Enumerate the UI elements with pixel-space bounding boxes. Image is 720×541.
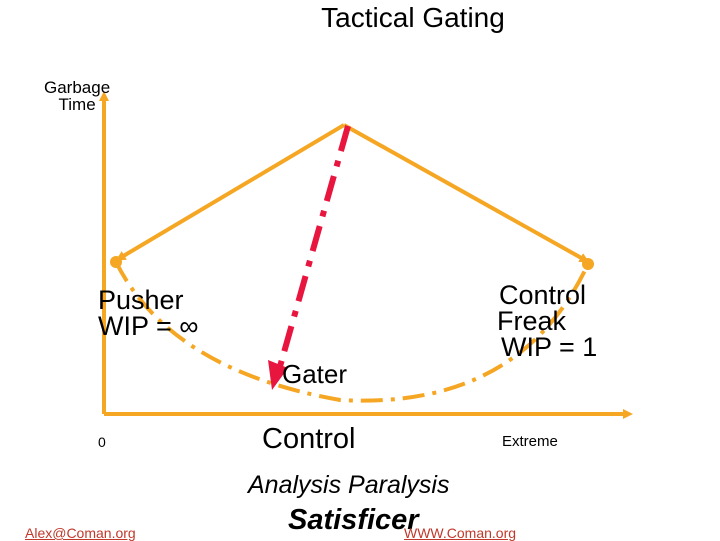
gater-pointer xyxy=(276,125,351,371)
pusher-label-line2: WIP = ∞ xyxy=(98,311,199,341)
control-freak-label-line1: Control xyxy=(499,280,587,310)
y-axis-label-line2: Time xyxy=(58,95,96,114)
pusher-label-line1: Pusher xyxy=(98,285,184,315)
email-link[interactable]: Alex@Coman.org xyxy=(25,525,136,541)
arrow-to-control-freak xyxy=(343,123,590,263)
pusher-label: Pusher WIP = ∞ xyxy=(98,285,199,341)
page-title: Tactical Gating xyxy=(321,2,505,33)
x-axis-tick-high: Extreme xyxy=(502,433,558,450)
analysis-paralysis-label: Analysis Paralysis xyxy=(248,471,450,499)
control-freak-label-line3: WIP = 1 xyxy=(501,332,598,362)
gater-label: Gater xyxy=(282,359,348,389)
x-axis-tick-mid: Control xyxy=(262,423,356,455)
satisficer-label: Satisficer xyxy=(288,504,419,536)
website-link[interactable]: WWW.Coman.org xyxy=(404,525,517,541)
control-freak-label-line2: Freak xyxy=(497,306,567,336)
y-axis-label: Garbage Time xyxy=(44,79,110,113)
control-freak-label: Control Freak WIP = 1 xyxy=(497,280,598,362)
tradeoff-curve xyxy=(114,261,590,403)
arrow-to-pusher xyxy=(115,123,346,261)
y-axis-label-line1: Garbage xyxy=(44,78,111,97)
x-axis-tick-low: 0 xyxy=(98,434,106,450)
gater-pointer-head xyxy=(268,360,288,390)
